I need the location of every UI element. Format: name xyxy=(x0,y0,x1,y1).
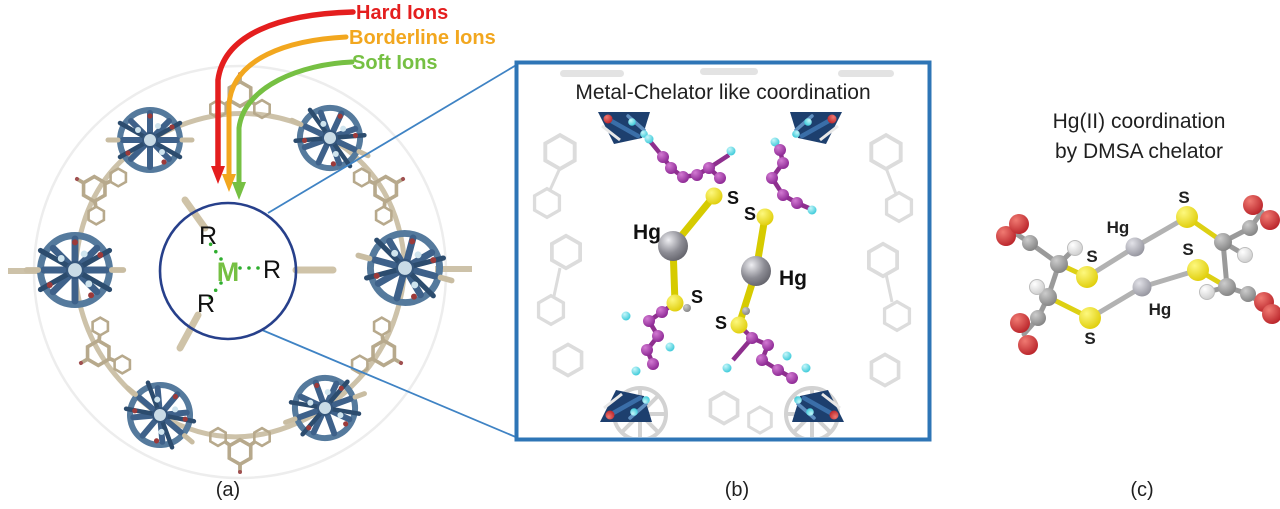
panel-c-title-line1: Hg(II) coordination xyxy=(1053,110,1226,133)
chelator-chain-top-right xyxy=(766,137,817,215)
s-atom-bottom-left xyxy=(666,294,684,312)
dmsa-molecule: Hg Hg S S S S xyxy=(996,188,1280,355)
hg-label-left: Hg xyxy=(633,221,661,244)
o-atoms xyxy=(996,195,1280,355)
framework-wireframe xyxy=(532,68,914,435)
pore-circle xyxy=(158,201,298,341)
ion-arrowhead-borderline xyxy=(222,174,236,192)
caption-c: (c) xyxy=(1130,479,1153,501)
s-label-right-c: S xyxy=(1182,240,1193,259)
ion-arrow-borderline xyxy=(226,34,349,177)
s-label-bottom-right: S xyxy=(715,313,727,333)
ion-arrowhead-hard xyxy=(211,166,225,184)
r-label-right: R xyxy=(263,256,281,284)
panel-b: Hg Hg S S S S Metal-Chelator like coordi… xyxy=(514,60,932,501)
ion-legend: Hard Ions Borderline Ions Soft Ions xyxy=(349,2,496,74)
hg-label-right: Hg xyxy=(779,267,807,290)
c-atoms xyxy=(1022,220,1258,326)
s-label-top-right: S xyxy=(744,204,756,224)
hg-label-top-c: Hg xyxy=(1107,218,1130,237)
caption-a: (a) xyxy=(216,479,240,501)
chelator-chain-top-left xyxy=(644,134,736,184)
pore-center: M R R R xyxy=(158,196,337,352)
hg-label-bottom-c: Hg xyxy=(1149,300,1172,319)
ion-arrowhead-soft xyxy=(232,182,246,200)
hg-atom-right xyxy=(741,256,771,286)
s-label-bottom-left: S xyxy=(691,287,703,307)
panel-b-title: Metal-Chelator like coordination xyxy=(575,81,870,104)
panel-c: Hg(II) coordination by DMSA chelator xyxy=(996,110,1280,501)
metal-label: M xyxy=(217,257,240,287)
r-label-top: R xyxy=(199,222,217,250)
h-atoms xyxy=(1029,240,1253,300)
ion-label-hard: Hard Ions xyxy=(356,2,448,24)
ion-arrows xyxy=(211,9,356,200)
hg-atom-bottom-c xyxy=(1132,277,1152,297)
mof-clusters xyxy=(27,93,461,465)
panel-a: M R R R Hard Ions Borderline Ions Soft I… xyxy=(8,2,519,501)
ion-arrow-hard xyxy=(215,9,356,169)
zoom-connector-top xyxy=(267,63,519,214)
caption-b: (b) xyxy=(725,479,749,501)
hg-atom-left xyxy=(658,231,688,261)
c-c-bonds xyxy=(1009,209,1270,337)
s-atom-bottom-right xyxy=(730,316,748,334)
hg-s-bonds-c xyxy=(1084,214,1201,321)
tan-stubs xyxy=(176,196,337,352)
s-label-left-c: S xyxy=(1086,247,1097,266)
s-label-bottom-left-c: S xyxy=(1084,329,1095,348)
ion-arrow-soft xyxy=(236,59,355,185)
mof-cluster-bottom-left xyxy=(109,365,212,465)
hg-atom-top-c xyxy=(1125,237,1145,257)
panel-c-title-line2: by DMSA chelator xyxy=(1055,140,1223,163)
chelator-chain-bottom-left xyxy=(621,301,691,376)
ion-label-borderline: Borderline Ions xyxy=(349,27,496,49)
mof-cluster-left xyxy=(27,236,124,305)
r-label-bottom: R xyxy=(197,290,215,318)
s-label-top-c: S xyxy=(1178,188,1189,207)
s-atoms-c xyxy=(1076,206,1209,329)
metal-bonds-dotted xyxy=(207,240,262,300)
s-atom-top-right xyxy=(756,208,774,226)
s-label-top-left: S xyxy=(727,188,739,208)
inset-box xyxy=(514,60,932,442)
chelator-chain-bottom-right xyxy=(722,307,811,384)
zoom-connector-bottom xyxy=(261,329,519,439)
s-atom-top-left xyxy=(705,187,723,205)
ion-label-soft: Soft Ions xyxy=(352,52,438,74)
